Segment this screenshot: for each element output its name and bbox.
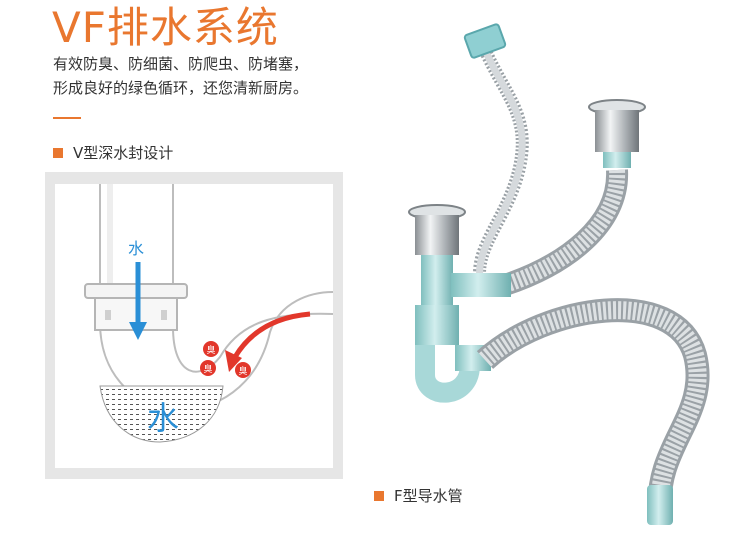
tee-branch [451, 273, 511, 297]
odor-text-2: 臭 [203, 363, 212, 375]
description-line-1: 有效防臭、防细菌、防爬虫、防堵塞， [53, 55, 309, 73]
trap-nut [415, 305, 459, 345]
nut-slot-left [105, 310, 111, 320]
description-line-2: 形成良好的绿色循环，还您清新厨房。 [53, 79, 309, 97]
overflow-clip [463, 23, 507, 59]
v-seal-label-text: V型深水封设计 [73, 144, 174, 162]
odor-text-3: 臭 [238, 365, 247, 377]
v-seal-diagram: 臭 臭 臭 水 水 [45, 172, 343, 479]
overflow-hose-core [476, 48, 526, 281]
odor-badge-1 [203, 341, 219, 357]
odor-block-arrowhead [225, 350, 242, 372]
water-arrow-label: 水 [128, 239, 144, 258]
orange-square-icon [53, 147, 63, 158]
water-seal-pool [99, 385, 224, 443]
nut-slot-right [161, 310, 167, 320]
description: 有效防臭、防细菌、防爬虫、防堵塞， 形成良好的绿色循环，还您清新厨房。 [53, 52, 308, 100]
odor-text-1: 臭 [206, 344, 215, 356]
right-strainer-coupling [603, 152, 631, 168]
f-drain-pipe-illustration [408, 23, 710, 525]
f-pipe-label-text: F型导水管 [394, 487, 463, 505]
left-tailpiece [421, 255, 453, 305]
v-seal-diagram-graphic: 臭 臭 臭 水 水 [55, 184, 334, 468]
right-corrugated-hose [502, 169, 626, 293]
water-pool-label: 水 [147, 399, 179, 437]
pipe-outer-wall [99, 184, 334, 411]
water-flow-arrowhead [129, 322, 147, 340]
v-seal-label: V型深水封设计 [53, 142, 173, 163]
f-drain-pipe-photo [355, 15, 750, 530]
outlet-hose [478, 301, 707, 511]
odor-block-arrow [232, 311, 311, 359]
odor-badge-2 [200, 360, 216, 376]
right-strainer-body [595, 110, 639, 152]
f-pipe-label: F型导水管 [374, 485, 463, 506]
orange-square-icon [374, 490, 384, 501]
accent-divider [53, 117, 81, 119]
outlet-hose-end [647, 485, 673, 525]
page-title: VF排水系统 [52, 3, 279, 52]
outlet-hose-shadow [476, 298, 710, 511]
odor-badge-3 [235, 362, 251, 378]
left-strainer-body [415, 215, 459, 255]
